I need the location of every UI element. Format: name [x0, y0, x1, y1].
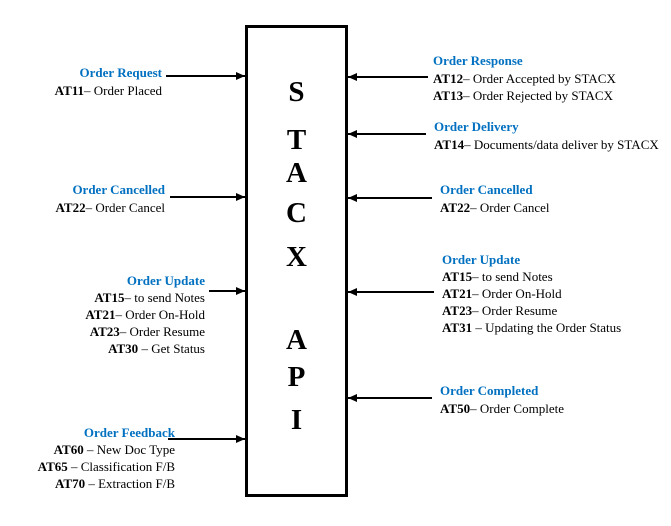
- event-desc: – Order On-Hold: [472, 286, 562, 301]
- event-desc: – Updating the Order Status: [472, 320, 622, 335]
- event-line: AT50– Order Complete: [440, 400, 564, 418]
- event-line: AT14– Documents/data deliver by STACX: [434, 136, 659, 154]
- message-block-order-response: Order Response AT12– Order Accepted by S…: [433, 52, 616, 105]
- message-block-order-update-right: Order Update AT15– to send Notes AT21– O…: [442, 251, 621, 336]
- group-title: Order Completed: [440, 383, 539, 398]
- group-title: Order Response: [433, 53, 523, 68]
- event-line: AT21– Order On-Hold: [85, 306, 205, 323]
- message-block-order-cancelled-left: Order Cancelled AT22– Order Cancel: [55, 181, 165, 216]
- event-desc: – Documents/data deliver by STACX: [464, 136, 659, 152]
- event-code: AT70: [54, 476, 86, 491]
- message-block-order-cancelled-right: Order Cancelled AT22– Order Cancel: [440, 181, 550, 216]
- message-block-order-delivery: Order Delivery AT14– Documents/data deli…: [434, 118, 659, 153]
- event-code: AT21: [442, 286, 473, 301]
- group-title: Order Update: [442, 252, 521, 267]
- event-line: AT22– Order Cancel: [55, 199, 165, 217]
- arrow-order-cancelled-right: [348, 197, 432, 199]
- arrow-order-response: [348, 76, 428, 78]
- event-line: AT23– Order Resume: [85, 323, 205, 340]
- group-title: Order Delivery: [434, 119, 519, 134]
- event-line: AT11– Order Placed: [55, 82, 162, 100]
- group-title: Order Update: [126, 273, 205, 288]
- event-line: AT12– Order Accepted by STACX: [433, 70, 616, 88]
- message-block-order-completed: Order Completed AT50– Order Complete: [440, 382, 564, 417]
- arrow-order-update-left: [209, 290, 245, 292]
- group-title: Order Cancelled: [440, 182, 533, 197]
- stacx-api-box: S T A C X A P I: [245, 25, 348, 497]
- api-box-letter: S: [288, 76, 305, 108]
- event-code: AT23: [442, 303, 473, 318]
- event-line: AT65 – Classification F/B: [38, 458, 175, 475]
- event-line: AT31 – Updating the Order Status: [442, 319, 621, 336]
- arrow-order-request: [166, 75, 245, 77]
- api-box-letter: X: [286, 241, 307, 273]
- event-code: AT15: [442, 269, 473, 284]
- event-line: AT30 – Get Status: [85, 340, 205, 357]
- event-line: AT23– Order Resume: [442, 302, 621, 319]
- message-block-order-request: Order Request AT11– Order Placed: [55, 64, 162, 99]
- group-title: Order Request: [79, 65, 162, 80]
- event-line: AT22– Order Cancel: [440, 199, 550, 217]
- event-line: AT15– to send Notes: [85, 289, 205, 306]
- event-code: AT13: [433, 88, 464, 103]
- event-desc: – Order Placed: [84, 82, 162, 98]
- event-code: AT15: [94, 290, 125, 305]
- event-desc: – Order Resume: [472, 303, 558, 318]
- event-desc: – to send Notes: [472, 269, 553, 284]
- api-box-letter: A: [286, 157, 307, 189]
- arrow-order-completed: [348, 397, 432, 399]
- event-code: AT14: [434, 136, 465, 152]
- api-box-letter: I: [290, 404, 303, 436]
- api-box-letter: C: [286, 197, 307, 229]
- event-code: AT65: [37, 459, 68, 474]
- event-desc: – Order Cancel: [470, 199, 550, 215]
- event-desc: – Classification F/B: [67, 459, 175, 474]
- event-desc: – Order On-Hold: [115, 307, 205, 322]
- event-code: AT23: [89, 324, 120, 339]
- event-desc: – New Doc Type: [83, 442, 175, 457]
- event-line: AT60 – New Doc Type: [38, 441, 175, 458]
- group-title: Order Feedback: [83, 425, 175, 440]
- api-box-letter: P: [287, 361, 306, 393]
- event-desc: – Order Cancel: [85, 199, 165, 215]
- event-code: AT21: [85, 307, 116, 322]
- event-code: AT60: [53, 442, 84, 457]
- event-line: AT13– Order Rejected by STACX: [433, 87, 616, 105]
- event-desc: – Order Resume: [119, 324, 205, 339]
- arrow-order-update-right: [348, 291, 434, 293]
- event-line: AT70 – Extraction F/B: [38, 475, 175, 492]
- event-line: AT21– Order On-Hold: [442, 285, 621, 302]
- api-box-letter: A: [286, 324, 307, 356]
- api-box-letter: T: [286, 124, 307, 156]
- event-code: AT22: [55, 199, 86, 215]
- event-desc: – to send Notes: [124, 290, 205, 305]
- event-code: AT12: [433, 70, 464, 86]
- event-desc: – Extraction F/B: [85, 476, 175, 491]
- message-block-order-feedback: Order Feedback AT60 – New Doc Type AT65 …: [38, 424, 175, 492]
- event-desc: – Order Rejected by STACX: [463, 88, 613, 103]
- event-code: AT22: [440, 199, 471, 215]
- arrow-order-cancelled-left: [170, 196, 245, 198]
- arrow-order-feedback: [168, 438, 245, 440]
- message-block-order-update-left: Order Update AT15– to send Notes AT21– O…: [85, 272, 205, 357]
- event-desc: – Order Accepted by STACX: [463, 70, 616, 86]
- event-line: AT15– to send Notes: [442, 268, 621, 285]
- event-desc: – Get Status: [138, 341, 205, 356]
- event-code: AT30: [108, 341, 139, 356]
- event-code: AT31: [442, 320, 473, 335]
- event-code: AT11: [54, 82, 85, 98]
- event-desc: – Order Complete: [470, 400, 564, 416]
- event-code: AT50: [440, 400, 471, 416]
- group-title: Order Cancelled: [72, 182, 165, 197]
- arrow-order-delivery: [348, 133, 426, 135]
